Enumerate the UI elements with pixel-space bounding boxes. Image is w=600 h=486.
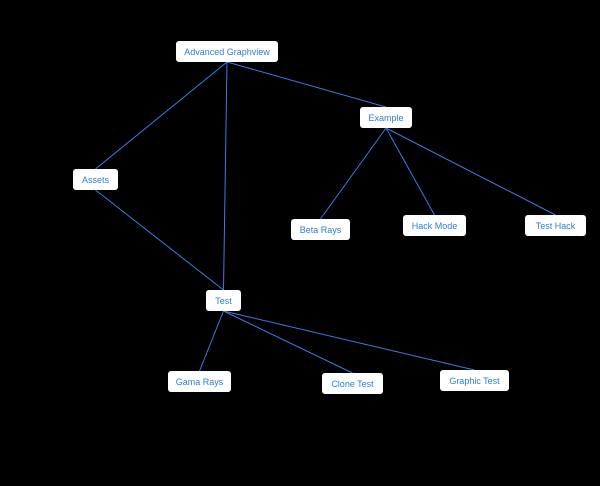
edge-advanced-graphview-to-test [223,61,228,291]
node-advanced-graphview[interactable]: Advanced Graphview [176,41,278,62]
node-label: Advanced Graphview [184,46,270,57]
node-label: Gama Rays [175,376,224,387]
node-graphic-test[interactable]: Graphic Test [440,370,509,391]
node-beta-rays[interactable]: Beta Rays [291,219,350,240]
edge-example-to-beta-rays [320,127,387,220]
node-example[interactable]: Example [360,107,412,128]
edge-advanced-graphview-to-assets [95,61,228,170]
edge-example-to-hack-mode [385,127,435,216]
edge-advanced-graphview-to-example [226,61,387,108]
node-label: Hack Mode [411,220,458,231]
node-assets[interactable]: Assets [73,169,118,190]
node-label: Test Hack [535,220,576,231]
edge-assets-to-test [95,189,224,291]
edge-test-to-gama-rays [199,310,224,372]
node-label: Graphic Test [449,375,500,386]
node-label: Assets [81,174,109,185]
node-gama-rays[interactable]: Gama Rays [168,371,231,392]
node-test[interactable]: Test [206,290,241,311]
node-label: Example [368,112,404,123]
node-label: Beta Rays [299,224,342,235]
node-hack-mode[interactable]: Hack Mode [403,215,466,236]
node-label: Clone Test [331,378,374,389]
edge-test-to-graphic-test [223,310,475,371]
node-test-hack[interactable]: Test Hack [525,215,586,236]
edge-example-to-test-hack [385,127,556,216]
edge-test-to-clone-test [223,310,353,374]
node-label: Test [215,295,232,306]
node-clone-test[interactable]: Clone Test [322,373,383,394]
